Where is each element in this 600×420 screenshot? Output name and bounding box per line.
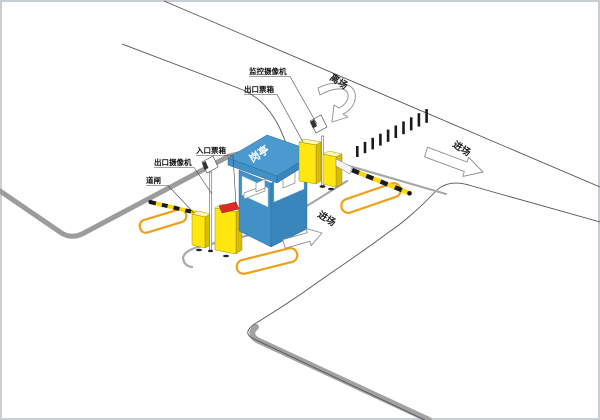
barrier-post-front — [191, 213, 206, 249]
island-curb-shadow — [249, 324, 432, 420]
dash-bar — [363, 141, 367, 154]
exit-barrier-gate — [148, 200, 212, 252]
barrier-arm-segment — [393, 185, 403, 193]
platform-upper-curb — [344, 163, 448, 196]
callout-exit-ticket-box: 出口票箱 — [244, 84, 304, 143]
camera-lens-icon — [310, 119, 317, 129]
barrier-arm-segment — [365, 173, 375, 181]
barrier-arm-tip — [148, 200, 153, 204]
barrier-arm-segment — [184, 208, 192, 214]
post-base — [328, 187, 334, 191]
barrier-post-side — [335, 153, 343, 188]
barrier-arm-segment — [351, 167, 360, 175]
sidewalk-curb-left — [0, 141, 283, 239]
barrier-arm-segment — [372, 176, 382, 184]
callout-barrier-gate: 道闸 — [146, 175, 195, 214]
enter-street-arrow — [424, 146, 484, 177]
leader-line — [244, 94, 304, 143]
callout-text: 出口摄像机 — [154, 157, 192, 167]
induction-loop-lane — [235, 247, 299, 275]
enter-lane-arrow — [282, 227, 323, 249]
post-base — [196, 248, 202, 252]
callout-surveillance-camera: 监控摄像机 — [249, 66, 318, 125]
dash-bar — [402, 121, 405, 135]
island-curb-line — [247, 182, 600, 420]
callout-text: 道闸 — [146, 175, 161, 185]
camera-lens-icon — [202, 161, 209, 170]
callout-text: 出口票箱 — [244, 84, 274, 94]
booth-monitor — [255, 178, 266, 193]
exit-ticket-box — [298, 138, 322, 185]
leader-line — [146, 185, 195, 214]
enter-lane-label: 进场 — [315, 208, 338, 229]
barrier-arm-mount — [335, 158, 353, 175]
callout-exit-camera: 出口摄像机 — [154, 157, 213, 195]
barrier-post-front — [322, 153, 337, 188]
ticket-box-side — [315, 141, 322, 185]
flow-arrows: 离场 进场 进场 — [282, 71, 484, 249]
street-lower-edge-left — [121, 43, 288, 146]
callout-text: 入口票箱 — [195, 145, 226, 155]
leader-line — [196, 155, 237, 206]
barrier-arm-segment — [173, 205, 180, 211]
pole-base — [319, 185, 326, 188]
entrance-ticket-box — [214, 201, 243, 258]
street-upper-edge — [163, 0, 600, 188]
street — [121, 0, 600, 188]
induction-loop-exit — [138, 208, 188, 234]
ticket-box-front — [214, 207, 237, 255]
entrance-barrier-gate — [322, 150, 412, 196]
box-base — [223, 254, 229, 258]
barrier-arm-segment — [155, 201, 163, 207]
barrier-arm-segment — [178, 206, 186, 213]
dash-bar — [371, 137, 374, 150]
dash-bar — [386, 129, 390, 142]
camera-pole — [209, 171, 213, 251]
callouts: 监控摄像机 出口票箱 入口票箱 出口摄像机 道闸 — [146, 66, 318, 214]
dash-bar — [409, 117, 413, 131]
barrier-arm-segment — [167, 204, 174, 210]
guard-booth: 岗亭 — [227, 134, 317, 248]
exit-lane-left-curb — [0, 141, 283, 239]
barrier-arm-tip — [407, 191, 412, 196]
dash-bar — [417, 113, 421, 127]
median-dash-line — [356, 109, 428, 157]
dash-bar — [425, 109, 428, 123]
leave-turn-arrow — [317, 82, 356, 123]
leader-line — [154, 167, 213, 195]
ticket-box-front — [298, 141, 317, 185]
dash-bar — [356, 146, 359, 157]
exit-camera — [201, 155, 219, 253]
leader-line — [249, 76, 318, 125]
pole-base — [208, 249, 213, 253]
callout-entrance-ticket-box: 入口票箱 — [195, 145, 237, 206]
dash-bar — [379, 133, 382, 146]
barrier-arm-segment — [161, 202, 169, 209]
corner-island — [247, 182, 600, 420]
dash-bar — [394, 125, 398, 138]
callout-text: 监控摄像机 — [249, 66, 287, 76]
barrier-arm-segment — [358, 170, 368, 178]
barrier-arm-segment — [386, 182, 396, 190]
barrier-arm-segment — [379, 179, 389, 187]
enter-street-label: 进场 — [450, 138, 473, 159]
